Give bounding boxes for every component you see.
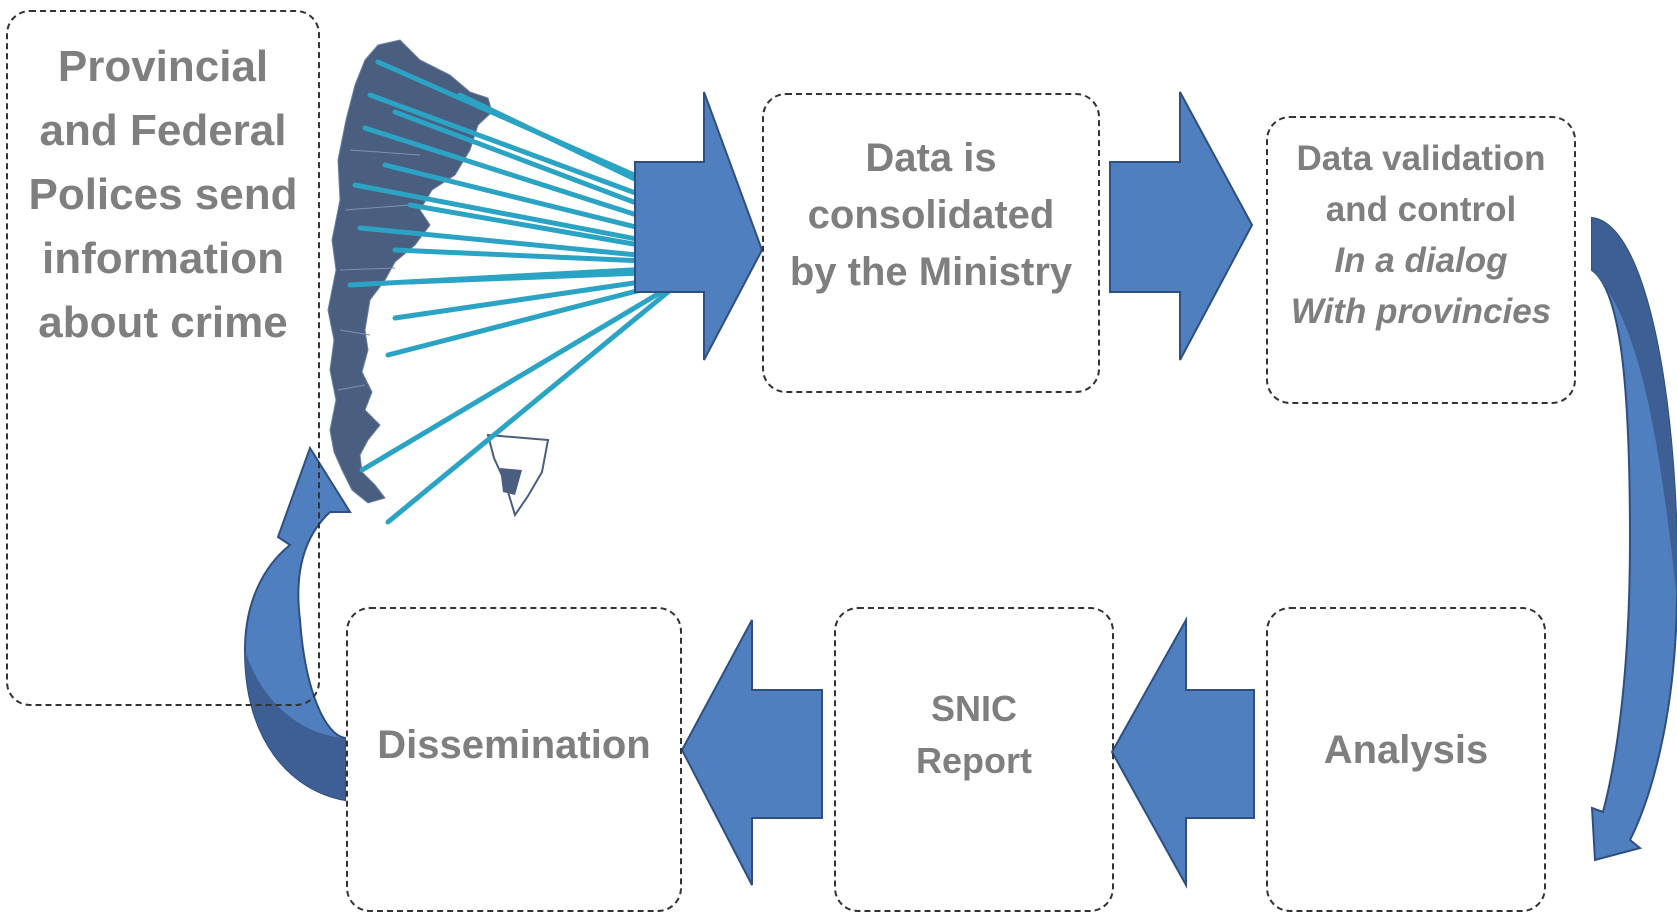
police-line-3: Polices send [28, 170, 298, 219]
curved-arrow-to-analysis [1590, 216, 1677, 862]
dissemination-label: Dissemination [346, 715, 682, 775]
snic-line-2: Report [916, 740, 1032, 781]
police-label: Provincial and Federal Polices send info… [6, 30, 320, 360]
validation-label: Data validation and control In a dialog … [1266, 130, 1576, 340]
arrow-to-consolidated [634, 91, 764, 361]
police-line-2: and Federal [39, 106, 287, 155]
dissemination-text: Dissemination [377, 722, 651, 767]
analysis-text: Analysis [1323, 727, 1489, 772]
arrow-to-dissemination [680, 619, 823, 886]
arrow-to-validation [1109, 91, 1254, 361]
analysis-box [1266, 607, 1546, 912]
snic-label: SNIC Report [834, 680, 1114, 790]
consolidated-line-3: by the Ministry [789, 249, 1073, 294]
validation-box [1266, 116, 1576, 404]
validation-line-2: and control [1325, 190, 1517, 229]
arrow-to-snic [1110, 616, 1255, 889]
consolidated-line-1: Data is [865, 135, 997, 180]
consolidated-line-2: consolidated [807, 192, 1055, 237]
snic-box [834, 607, 1114, 912]
police-line-1: Provincial [57, 42, 269, 91]
police-line-5: about crime [38, 298, 288, 347]
validation-line-1: Data validation [1296, 139, 1546, 178]
snic-line-1: SNIC [930, 688, 1017, 729]
validation-italic-line-1: In a dialog [1334, 241, 1508, 280]
curved-arrow-to-police [243, 445, 352, 802]
police-box [6, 10, 320, 706]
police-line-4: information [42, 234, 284, 283]
province-connector-lines [347, 59, 671, 525]
consolidated-box [762, 93, 1100, 393]
analysis-label: Analysis [1266, 720, 1546, 780]
consolidated-label: Data is consolidated by the Ministry [762, 120, 1100, 310]
validation-italic-line-2: With provincies [1290, 292, 1552, 331]
dissemination-box [346, 607, 682, 912]
